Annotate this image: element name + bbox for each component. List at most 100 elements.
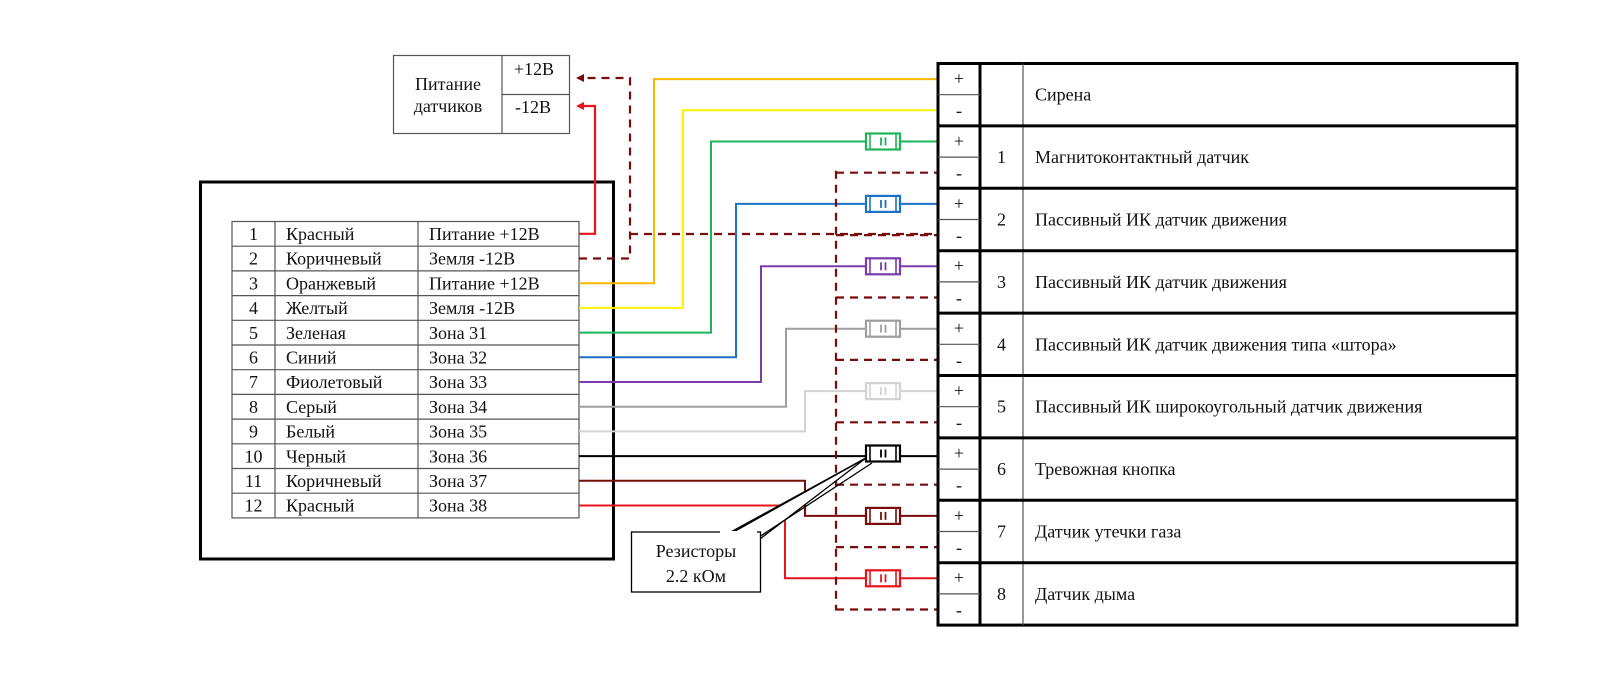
minus-terminal-label: - bbox=[956, 101, 962, 121]
terminal-row: 3 Оранжевый Питание +12В bbox=[249, 273, 540, 293]
minus-terminal-label: - bbox=[956, 350, 962, 370]
wire-zone-1 bbox=[579, 140, 938, 334]
minus-terminal-label: - bbox=[956, 600, 962, 620]
terminal-row: 12 Красный Зона 38 bbox=[245, 496, 488, 516]
terminal-number: 12 bbox=[245, 496, 263, 516]
plus-terminal-label: + bbox=[954, 443, 964, 463]
device-row: + - 6 Тревожная кнопка bbox=[954, 443, 1176, 495]
terminal-number: 6 bbox=[249, 348, 258, 368]
terminal-number: 10 bbox=[245, 446, 263, 466]
wire-color-name: Красный bbox=[286, 496, 355, 516]
terminal-function: Земля -12В bbox=[429, 298, 515, 318]
terminal-number: 8 bbox=[249, 397, 258, 417]
wire-color-name: Коричневый bbox=[286, 249, 382, 269]
plus-terminal-label: + bbox=[954, 381, 964, 401]
wire-siren-plus bbox=[579, 78, 938, 285]
sensor-power-box: Питание датчиков +12В -12В bbox=[392, 54, 571, 135]
minus-terminal-label: - bbox=[956, 288, 962, 308]
zone-number: 6 bbox=[997, 459, 1006, 479]
power-box-title-line1: Питание bbox=[415, 74, 481, 94]
plus-terminal-label: + bbox=[954, 568, 964, 588]
terminal-function: Питание +12В bbox=[429, 224, 540, 244]
terminal-function: Зона 35 bbox=[429, 422, 487, 442]
plus-terminal-label: + bbox=[954, 131, 964, 151]
wire-color-name: Коричневый bbox=[286, 471, 382, 491]
zone-number: 1 bbox=[997, 147, 1006, 167]
wire-color-name: Синий bbox=[286, 348, 337, 368]
terminal-row: 9 Белый Зона 35 bbox=[249, 422, 487, 442]
zone-number: 3 bbox=[997, 272, 1006, 292]
device-row: + - 1 Магнитоконтактный датчик bbox=[954, 131, 1249, 183]
resistor-icon bbox=[864, 506, 902, 525]
device-name: Пассивный ИК датчик движения bbox=[1035, 272, 1287, 292]
device-name: Датчик дыма bbox=[1035, 584, 1135, 604]
device-name: Пассивный ИК датчик движения bbox=[1035, 210, 1287, 230]
terminal-number: 11 bbox=[245, 471, 262, 491]
wire-color-name: Оранжевый bbox=[286, 273, 376, 293]
plus-terminal-label: + bbox=[954, 505, 964, 525]
device-row: + - 2 Пассивный ИК датчик движения bbox=[954, 193, 1287, 245]
wire-color-name: Фиолетовый bbox=[286, 372, 383, 392]
device-name: Датчик утечки газа bbox=[1035, 522, 1181, 542]
wire-color-name: Зеленая bbox=[286, 323, 346, 343]
resistor-icon bbox=[864, 257, 902, 276]
device-row: + - Сирена bbox=[954, 69, 1091, 121]
terminal-number: 9 bbox=[249, 422, 258, 442]
minus-terminal-label: - bbox=[956, 226, 962, 246]
terminal-function: Зона 32 bbox=[429, 348, 487, 368]
terminal-function: Земля -12В bbox=[429, 249, 515, 269]
wire-color-name: Белый bbox=[286, 422, 335, 442]
resistor-icon bbox=[864, 444, 902, 463]
plus-terminal-label: + bbox=[954, 318, 964, 338]
device-name: Пассивный ИК широкоугольный датчик движе… bbox=[1035, 397, 1422, 417]
resistor-icon bbox=[864, 569, 902, 588]
plus-terminal-label: + bbox=[954, 69, 964, 89]
terminal-number: 7 bbox=[249, 372, 258, 392]
terminal-function: Зона 37 bbox=[429, 471, 487, 491]
terminal-function: Питание +12В bbox=[429, 273, 540, 293]
terminal-row: 11 Коричневый Зона 37 bbox=[245, 471, 487, 491]
zone-number: 7 bbox=[997, 522, 1006, 542]
terminal-function: Зона 31 bbox=[429, 323, 487, 343]
power-plus-label: +12В bbox=[514, 59, 554, 79]
zone-number: 4 bbox=[997, 334, 1006, 354]
zone-number: 2 bbox=[997, 210, 1006, 230]
zone-number: 5 bbox=[997, 397, 1006, 417]
terminal-row: 6 Синий Зона 32 bbox=[249, 348, 487, 368]
device-name: Пассивный ИК датчик движения типа «штора… bbox=[1035, 334, 1397, 354]
device-name: Тревожная кнопка bbox=[1035, 459, 1176, 479]
wire-color-name: Черный bbox=[286, 446, 346, 466]
minus-terminal-label: - bbox=[956, 163, 962, 183]
wire-zone-3 bbox=[579, 265, 938, 383]
wire-siren-minus bbox=[579, 109, 938, 309]
callout-box bbox=[630, 531, 762, 593]
minus-terminal-label: - bbox=[956, 475, 962, 495]
resistor-callout: Резисторы 2.2 кОм bbox=[630, 457, 873, 593]
plus-terminal-label: + bbox=[954, 193, 964, 213]
plus-terminal-label: + bbox=[954, 256, 964, 276]
device-name: Сирена bbox=[1035, 85, 1091, 105]
terminal-number: 3 bbox=[249, 273, 258, 293]
terminal-number: 1 bbox=[249, 224, 258, 244]
power-minus-label: -12В bbox=[515, 97, 551, 117]
wire-color-name: Красный bbox=[286, 224, 355, 244]
terminal-function: Зона 38 bbox=[429, 496, 487, 516]
resistor-icon bbox=[864, 132, 902, 151]
terminal-number: 4 bbox=[249, 298, 258, 318]
callout-line1: Резисторы bbox=[656, 541, 736, 561]
callout-line2: 2.2 кОм bbox=[666, 566, 726, 586]
device-name: Магнитоконтактный датчик bbox=[1035, 147, 1249, 167]
wire-color-name: Серый bbox=[286, 397, 337, 417]
